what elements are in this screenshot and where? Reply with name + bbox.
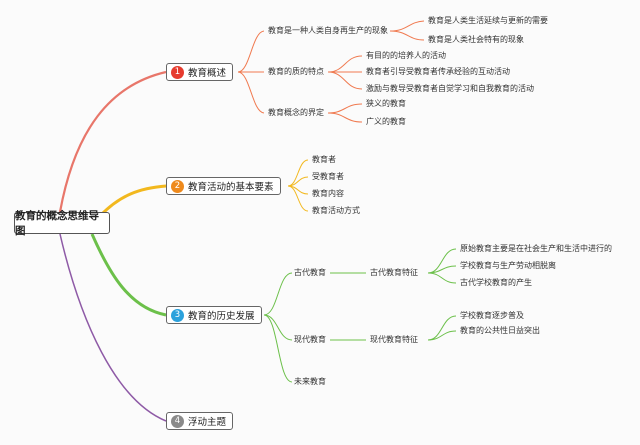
topic-modern-education[interactable]: 现代教育 <box>294 335 326 344</box>
root-topic[interactable]: 教育的概念思维导图 <box>14 210 110 237</box>
topic-unique-phenomenon[interactable]: 教育是人类社会特有的现象 <box>428 35 524 44</box>
number-badge-4: 4 <box>171 414 184 428</box>
topic-ancient-education[interactable]: 古代教育 <box>294 268 326 277</box>
topic-educatee[interactable]: 受教育者 <box>312 172 344 181</box>
branch-floating-topic[interactable]: 4 浮动主题 <box>166 412 234 430</box>
number-badge-1: 1 <box>171 65 184 79</box>
topic-interactive-activity[interactable]: 教育者引导受教育者传承经验的互动活动 <box>366 67 510 76</box>
topic-future-education[interactable]: 未来教育 <box>294 377 326 386</box>
connector-root-b3 <box>90 233 167 317</box>
connectors-b2 <box>287 159 309 212</box>
topic-methods[interactable]: 教育活动方式 <box>312 206 360 215</box>
topic-public-nature[interactable]: 教育的公共性日益突出 <box>460 326 540 335</box>
branch-label: 教育活动的基本要素 <box>188 182 274 193</box>
topic-reproduction[interactable]: 教育是一种人类自身再生产的现象 <box>268 26 388 35</box>
branch-basic-elements[interactable]: 2 教育活动的基本要素 <box>166 177 281 195</box>
topic-content[interactable]: 教育内容 <box>312 189 344 198</box>
topic-primitive-education[interactable]: 原始教育主要是在社会生产和生活中进行的 <box>460 244 612 253</box>
connectors-b3 <box>263 248 457 383</box>
connector-root-b1 <box>58 70 167 213</box>
topic-school-popularization[interactable]: 学校教育逐步普及 <box>460 311 524 320</box>
branch-label: 浮动主题 <box>188 417 227 428</box>
topic-narrow-education[interactable]: 狭义的教育 <box>366 99 406 108</box>
connector-root-b2 <box>98 184 167 218</box>
connector-root-b4 <box>59 233 167 422</box>
topic-self-learning[interactable]: 激励与教导受教育者自觉学习和自我教育的活动 <box>366 84 534 93</box>
topic-separation-from-labor[interactable]: 学校教育与生产劳动相脱离 <box>460 261 556 270</box>
topic-modern-features[interactable]: 现代教育特征 <box>370 335 418 344</box>
topic-ancient-schools[interactable]: 古代学校教育的产生 <box>460 278 532 287</box>
topic-purposeful-activity[interactable]: 有目的的培养人的活动 <box>366 51 446 60</box>
number-badge-2: 2 <box>171 179 184 193</box>
branch-education-overview[interactable]: 1 教育概述 <box>166 63 234 81</box>
topic-ancient-features[interactable]: 古代教育特征 <box>370 268 418 277</box>
branch-history[interactable]: 3 教育的历史发展 <box>166 306 262 324</box>
number-badge-3: 3 <box>171 308 184 322</box>
topic-definition[interactable]: 教育概念的界定 <box>268 108 324 117</box>
branch-label: 教育概述 <box>188 68 227 79</box>
connectors-b1 <box>237 20 425 123</box>
topic-qualitative-features[interactable]: 教育的质的特点 <box>268 67 324 76</box>
topic-educator[interactable]: 教育者 <box>312 155 336 164</box>
topic-broad-education[interactable]: 广义的教育 <box>366 117 406 126</box>
topic-continuation-need[interactable]: 教育是人类生活延续与更新的需要 <box>428 16 548 25</box>
branch-label: 教育的历史发展 <box>188 311 255 322</box>
